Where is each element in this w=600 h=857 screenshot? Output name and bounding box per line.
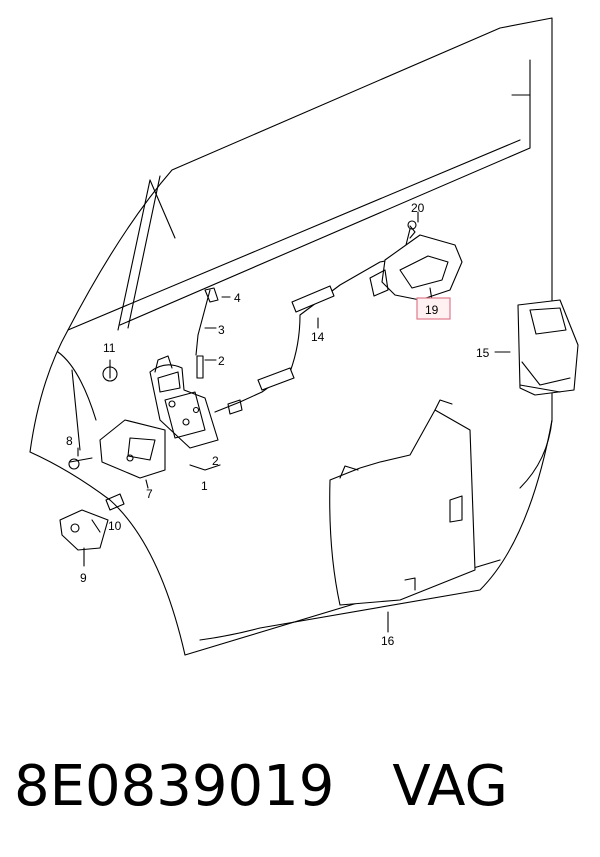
lock-rod-3 bbox=[195, 287, 219, 356]
callout-20: 20 bbox=[411, 201, 425, 215]
door-latch-assembly bbox=[149, 355, 219, 449]
callout-19-highlight bbox=[416, 297, 451, 320]
callout-3: 3 bbox=[218, 323, 225, 337]
part-caption: 8E0839019 VAG bbox=[14, 745, 586, 829]
callout-2-latch: 2 bbox=[212, 454, 219, 468]
door-check-strap bbox=[59, 509, 109, 551]
callout-16: 16 bbox=[381, 634, 395, 648]
callout-14: 14 bbox=[311, 330, 325, 344]
bolt-8 bbox=[68, 457, 93, 470]
callout-11: 11 bbox=[103, 341, 116, 355]
callout-4: 4 bbox=[234, 291, 241, 305]
door-outline bbox=[29, 17, 553, 656]
callout-9: 9 bbox=[80, 571, 87, 585]
brand-name: VAG bbox=[392, 754, 508, 819]
inner-door-handle bbox=[369, 225, 463, 301]
bolt-10 bbox=[105, 493, 125, 511]
bracket-15 bbox=[517, 299, 579, 396]
callout-19: 19 bbox=[425, 303, 439, 317]
callout-2-bolt: 2 bbox=[218, 354, 225, 368]
callout-7: 7 bbox=[146, 487, 153, 501]
callout-1: 1 bbox=[201, 479, 208, 493]
bowden-cable-14 bbox=[214, 257, 401, 415]
bolt-2 bbox=[196, 355, 204, 379]
screw-20 bbox=[405, 220, 417, 246]
cover-panel bbox=[329, 399, 476, 606]
callout-15: 15 bbox=[476, 346, 490, 360]
striker-plate bbox=[99, 419, 166, 479]
callout-8: 8 bbox=[66, 434, 73, 448]
part-number: 8E0839019 bbox=[14, 754, 335, 819]
callout-10: 10 bbox=[108, 519, 122, 533]
